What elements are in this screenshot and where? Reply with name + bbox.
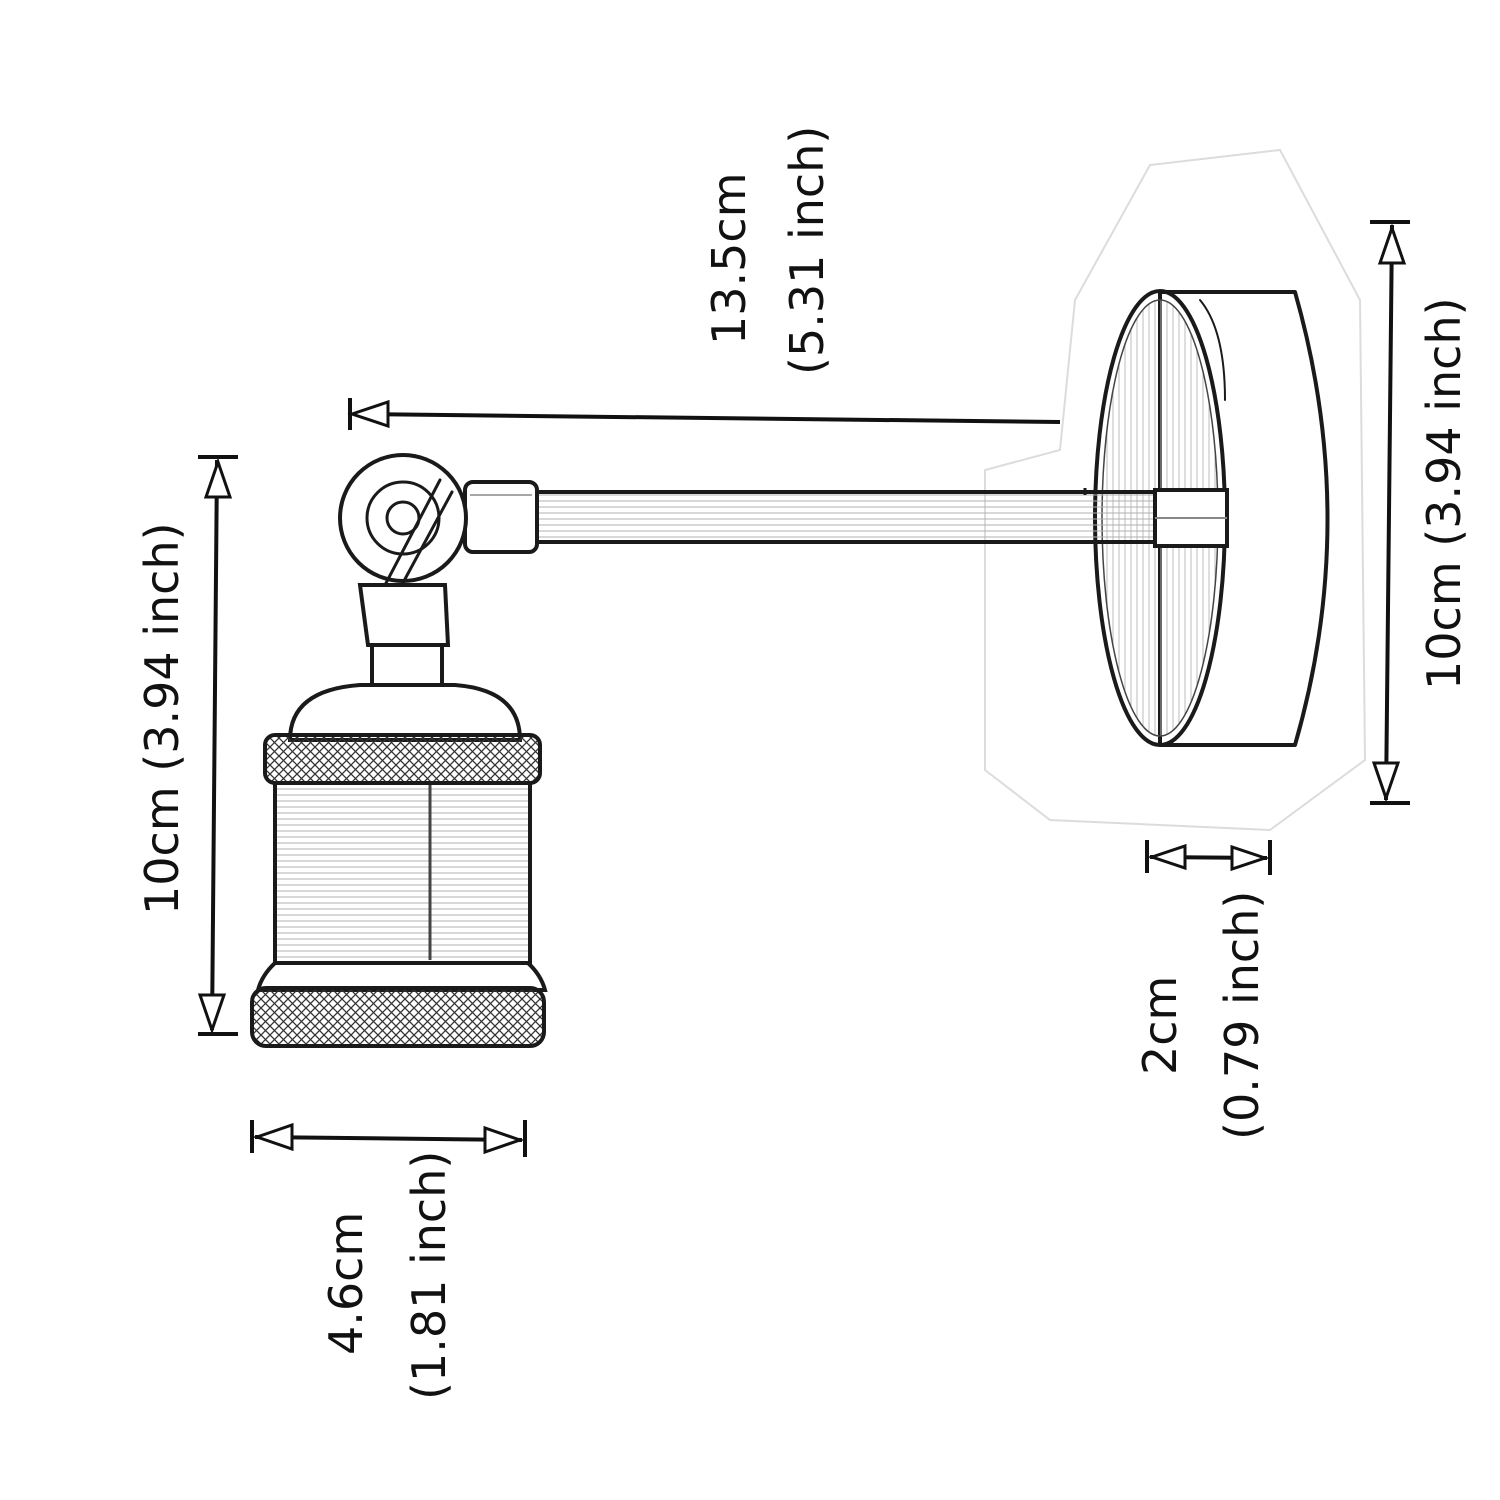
base-depth-imperial: (0.79 inch) [1215,891,1269,1140]
holder-width-imperial: (1.81 inch) [402,1151,456,1400]
holder-width-metric: 4.6cm [319,1212,373,1355]
dimension-holder-width [250,1120,527,1157]
base-diameter-label: 10cm (3.94 inch) [1417,297,1471,690]
arm-rod [533,488,1229,548]
arm-length-metric: 13.5cm [702,172,756,345]
lamp-holder-socket [250,683,548,1048]
dimension-base-diameter [1370,220,1410,805]
wall-outline [984,148,1367,832]
dimension-holder-height [197,455,238,1036]
dimension-base-depth [1145,840,1272,875]
base-depth-metric: 2cm [1133,976,1187,1075]
arm-length-imperial: (5.31 inch) [780,126,834,375]
dimension-arm-length [347,398,1061,430]
swivel-joint [338,453,539,687]
holder-height-label: 10cm (3.94 inch) [135,522,189,915]
